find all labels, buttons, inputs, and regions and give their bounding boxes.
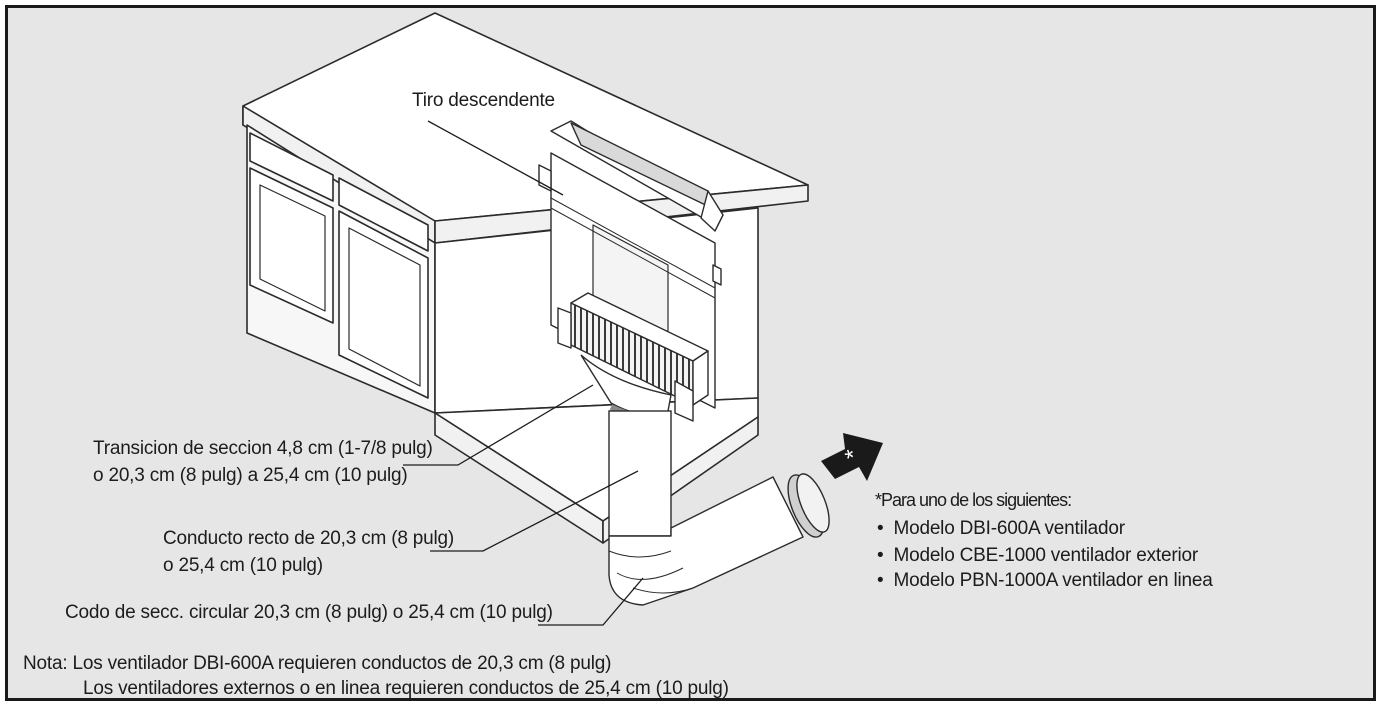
option-item: Modelo DBI-600A ventilador — [877, 516, 1125, 541]
transition-label-line1: Transicion de seccion 4,8 cm (1-7/8 pulg… — [93, 438, 433, 459]
option-item: Modelo PBN-1000A ventilador en linea — [877, 568, 1212, 593]
diagram-frame: Tiro descendente Transicion de seccion 4… — [5, 5, 1376, 701]
downdraft-installation-illustration — [242, 12, 883, 626]
exhaust-arrow-icon — [821, 433, 883, 481]
note-line2: Los ventiladores externos o en linea req… — [83, 678, 729, 699]
duct-label-line2: o 25,4 cm (10 pulg) — [163, 555, 323, 576]
duct-label-line1: Conducto recto de 20,3 cm (8 pulg) — [163, 528, 455, 549]
elbow-label: Codo de secc. circular 20,3 cm (8 pulg) … — [65, 602, 553, 623]
downdraft-label: Tiro descendente — [412, 90, 555, 111]
option-item: Modelo CBE-1000 ventilador exterior — [877, 543, 1198, 568]
note-line1: Nota: Los ventilador DBI-600A requieren … — [23, 653, 612, 674]
downdraft-unit — [538, 120, 724, 422]
elbow-and-outlet-duct — [608, 473, 830, 606]
straight-duct — [608, 410, 672, 537]
options-heading: *Para uno de los siguientes: — [875, 490, 1072, 510]
leader-lines — [403, 120, 644, 626]
transition-label-line2: o 20,3 cm (8 pulg) a 25,4 cm (10 pulg) — [93, 465, 408, 486]
